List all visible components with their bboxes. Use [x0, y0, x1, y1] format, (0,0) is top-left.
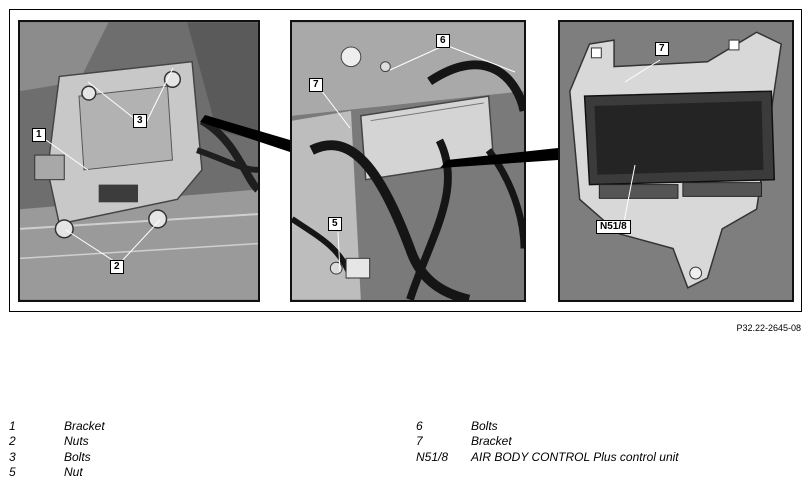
- legend-item: N51/8 AIR BODY CONTROL Plus control unit: [416, 450, 679, 465]
- figure-frame: 1 3 2 6 7 5 7 N51/8: [9, 9, 802, 312]
- callout-1-bracket: 1: [32, 128, 46, 142]
- legend-right-column: 6 Bolts 7 Bracket N51/8 AIR BODY CONTROL Pl…: [416, 419, 679, 465]
- legend-number: 5: [9, 464, 16, 479]
- photo-panel-installed-unit: [290, 20, 526, 302]
- legend-label: Bolts: [471, 419, 498, 433]
- legend-label: Nut: [64, 464, 83, 479]
- legend-number: 1: [9, 419, 16, 433]
- legend-item: 6 Bolts: [416, 419, 679, 434]
- legend-number: 2: [9, 434, 16, 449]
- figure-code: P32.22-2645-08: [736, 323, 801, 333]
- legend-label: Bracket: [64, 419, 105, 433]
- bracket-mount-illustration: [20, 22, 258, 300]
- callout-7-bracket: 7: [309, 78, 323, 92]
- callout-7-bracket-right: 7: [655, 42, 669, 56]
- callout-n51-8-control-unit: N51/8: [596, 220, 631, 234]
- callout-5-nut: 5: [328, 217, 342, 231]
- legend-number: 6: [416, 419, 423, 433]
- legend-label: Nuts: [64, 434, 89, 449]
- legend-item: 2 Nuts: [9, 434, 105, 449]
- legend-number: N51/8: [416, 449, 449, 464]
- legend-number: 7: [416, 434, 423, 449]
- photo-panel-control-unit: [558, 20, 794, 302]
- legend-item: 7 Bracket: [416, 434, 679, 449]
- installed-unit-illustration: [292, 22, 524, 300]
- legend-item: 1 Bracket: [9, 419, 105, 434]
- control-unit-illustration: [560, 22, 792, 300]
- callout-6-bolts: 6: [436, 34, 450, 48]
- legend-left-column: 1 Bracket 2 Nuts 3 Bolts 5 Nut: [9, 419, 105, 480]
- legend-label: Bolts: [64, 449, 91, 464]
- legend-label: Bracket: [471, 434, 512, 449]
- legend-item: 3 Bolts: [9, 450, 105, 465]
- photo-panel-bracket-mount: [18, 20, 260, 302]
- callout-3-bolts: 3: [133, 114, 147, 128]
- legend-item: 5 Nut: [9, 465, 105, 480]
- legend-label: AIR BODY CONTROL Plus control unit: [471, 449, 679, 464]
- legend-number: 3: [9, 449, 16, 464]
- callout-2-nuts: 2: [110, 260, 124, 274]
